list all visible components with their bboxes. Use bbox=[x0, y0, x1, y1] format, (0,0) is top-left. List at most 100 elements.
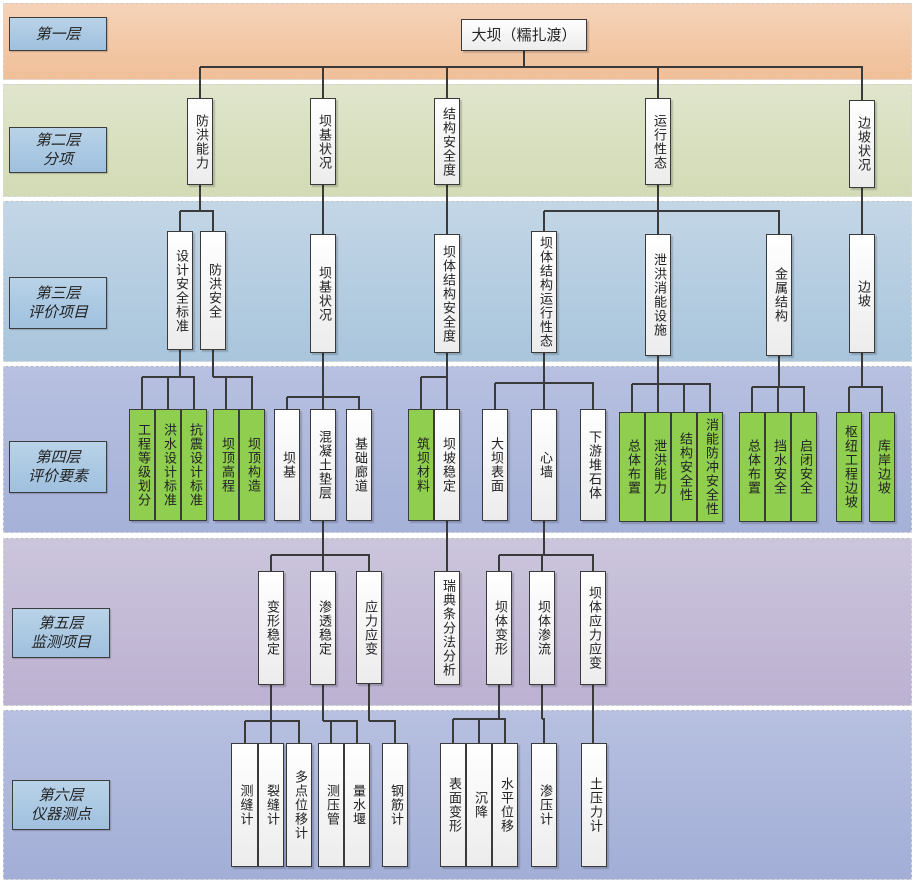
connector-level4-drop bbox=[251, 377, 253, 409]
connector-level6-drop bbox=[298, 721, 300, 743]
layer-label-line: 仪器测点 bbox=[30, 805, 91, 823]
layer-label-line: 分项 bbox=[42, 150, 73, 168]
connector-level4-drop bbox=[848, 387, 850, 412]
connector-level3-direct bbox=[861, 188, 863, 234]
node-level6-10-label: 渗压计 bbox=[537, 784, 552, 826]
layer-label-line: 第六层 bbox=[38, 786, 84, 804]
node-level5-3-label: 应力应变 bbox=[362, 599, 377, 656]
connector-level6-drop bbox=[478, 719, 480, 743]
connector-level3-drop bbox=[543, 211, 545, 231]
node-level4-21-label: 枢纽工程边坡 bbox=[842, 425, 857, 509]
connector-level3-direct bbox=[322, 185, 324, 234]
connector-level4-drop bbox=[358, 397, 360, 409]
connector-level3-bar bbox=[180, 210, 214, 212]
node-level6-2: 裂缝计 bbox=[258, 743, 284, 867]
connector-level4-stem bbox=[322, 353, 324, 397]
node-level4-4-label: 坝顶高程 bbox=[219, 437, 234, 493]
node-level6-3-label: 多点位移计 bbox=[292, 770, 307, 840]
layer-label-4: 第四层 评价要素 bbox=[9, 441, 107, 493]
connector-level6-bar bbox=[244, 720, 300, 722]
node-level4-19-label: 挡水安全 bbox=[771, 439, 786, 495]
connector-level3-drop bbox=[179, 211, 181, 231]
node-level3-4-label: 坝体结构安全度 bbox=[440, 244, 455, 343]
node-level3-3-label: 坝基状况 bbox=[316, 265, 331, 322]
node-level4-8-label: 基础廊道 bbox=[352, 437, 367, 493]
node-level6-3: 多点位移计 bbox=[286, 743, 312, 867]
node-level4-13: 下游堆石体 bbox=[580, 409, 606, 521]
connector-level5-drop bbox=[541, 555, 543, 571]
connector-level5-drop bbox=[270, 555, 272, 571]
connector-level4-drop bbox=[322, 397, 324, 409]
connector-level2-drop bbox=[322, 67, 324, 98]
connector-level6-drop bbox=[394, 721, 396, 743]
node-level2-5-label: 边坡状况 bbox=[855, 116, 870, 172]
node-level5-2: 渗透稳定 bbox=[310, 571, 336, 685]
node-level6-2-label: 裂缝计 bbox=[264, 784, 279, 826]
node-level4-15: 泄洪能力 bbox=[645, 412, 671, 522]
connector-level6-direct bbox=[592, 685, 594, 743]
connector-level4-stem bbox=[861, 353, 863, 387]
node-level4-7-label: 混凝土垫层 bbox=[316, 430, 331, 500]
connector-root-bar bbox=[200, 66, 863, 68]
layer-label-line: 监测项目 bbox=[30, 633, 91, 651]
node-level4-20: 启闭安全 bbox=[791, 412, 817, 522]
node-level6-7-label: 表面变形 bbox=[446, 777, 461, 833]
node-level4-10: 坝坡稳定 bbox=[434, 409, 460, 521]
connector-level6-drop bbox=[330, 721, 332, 743]
node-level3-7: 金属结构 bbox=[766, 234, 792, 356]
node-level4-21: 枢纽工程边坡 bbox=[836, 412, 862, 522]
node-level4-18: 总体布置 bbox=[739, 412, 765, 522]
node-level4-16: 结构安全性 bbox=[671, 412, 697, 522]
node-level5-7-label: 坝体应力应变 bbox=[586, 586, 601, 670]
node-level4-16-label: 结构安全性 bbox=[677, 432, 692, 502]
node-level4-18-label: 总体布置 bbox=[745, 439, 760, 495]
node-level4-22: 库岸边坡 bbox=[869, 412, 895, 522]
node-level3-6: 泄洪消能设施 bbox=[645, 234, 671, 356]
connector-level6-stem bbox=[541, 685, 543, 719]
node-level3-8-label: 边坡 bbox=[855, 279, 870, 308]
connector-level4-bar bbox=[213, 376, 253, 378]
connector-level4-drop bbox=[751, 387, 753, 412]
layer-label-line: 第一层 bbox=[35, 24, 81, 43]
connector-level4-drop bbox=[420, 377, 422, 409]
node-level3-1-label: 设计安全标准 bbox=[173, 248, 188, 333]
node-level6-10: 渗压计 bbox=[531, 743, 557, 867]
node-level5-6: 坝体渗流 bbox=[529, 571, 555, 685]
connector-level5-stem bbox=[322, 521, 324, 555]
connector-level4-drop bbox=[657, 384, 659, 412]
node-level4-5-label: 坝顶构造 bbox=[245, 437, 260, 493]
node-level4-6: 坝基 bbox=[274, 409, 300, 521]
layer-label-3: 第三层 评价项目 bbox=[9, 277, 107, 329]
node-level3-3: 坝基状况 bbox=[310, 234, 336, 353]
node-level5-7: 坝体应力应变 bbox=[580, 571, 606, 685]
node-level2-2: 坝基状况 bbox=[310, 98, 336, 185]
connector-level5-bar bbox=[271, 554, 370, 556]
node-level5-1: 变形稳定 bbox=[258, 571, 284, 685]
connector-level5-bar bbox=[499, 554, 594, 556]
connector-level2-drop bbox=[861, 67, 863, 100]
node-level4-5: 坝顶构造 bbox=[239, 409, 265, 521]
node-level4-9: 筑坝材料 bbox=[408, 409, 434, 521]
node-level3-1: 设计安全标准 bbox=[167, 231, 193, 350]
connector-level5-stem bbox=[543, 521, 545, 555]
layer-band-1 bbox=[3, 3, 912, 80]
node-level6-9: 水平位移 bbox=[492, 743, 518, 867]
connector-level4-drop bbox=[881, 387, 883, 412]
node-level4-2: 洪水设计标准 bbox=[155, 409, 181, 521]
connector-level4-stem bbox=[179, 350, 181, 377]
node-level2-2-label: 坝基状况 bbox=[316, 113, 331, 170]
node-level5-5: 坝体变形 bbox=[486, 571, 512, 685]
node-level6-11-label: 土压力计 bbox=[587, 777, 602, 833]
node-level6-8-label: 沉降 bbox=[472, 791, 487, 819]
connector-level4-bar bbox=[632, 383, 711, 385]
layer-label-5: 第五层 监测项目 bbox=[12, 608, 110, 658]
node-level4-3-label: 抗震设计标准 bbox=[187, 423, 202, 507]
node-level2-1-label: 防洪能力 bbox=[193, 113, 208, 170]
node-level4-13-label: 下游堆石体 bbox=[586, 430, 601, 500]
node-level4-1-label: 工程等级划分 bbox=[135, 423, 150, 507]
node-level6-1-label: 测缝计 bbox=[237, 784, 253, 826]
layer-label-line: 评价要素 bbox=[27, 467, 88, 485]
layer-label-6: 第六层 仪器测点 bbox=[12, 780, 110, 830]
node-level4-17-label: 消能防冲安全性 bbox=[703, 418, 718, 516]
layer-label-line: 第五层 bbox=[38, 614, 84, 632]
